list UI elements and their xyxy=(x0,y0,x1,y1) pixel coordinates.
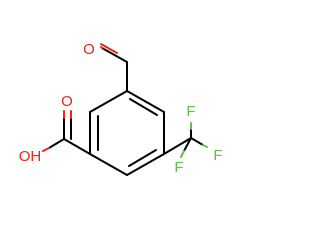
cf3-f-right-bond-green xyxy=(202,144,208,148)
fluorine-right-label: F xyxy=(213,147,222,164)
cf3-f-right-bond xyxy=(190,137,204,146)
aldehyde-c-o-bond xyxy=(101,47,128,63)
acid-hydroxyl-label: OH xyxy=(19,148,42,165)
cf3-carbon-bond xyxy=(163,137,192,155)
cf3-f-bottom-bond xyxy=(183,137,192,152)
ring-inner-double-bond-c2-c3 xyxy=(129,98,158,116)
ring-bond-c4-c5 xyxy=(126,153,165,176)
acid-c-oh-bond-red xyxy=(42,147,50,152)
molecule-structure: O O OH F F F xyxy=(19,41,223,176)
fluorine-bottom-label: F xyxy=(174,159,183,176)
cf3-f-bottom-bond-green xyxy=(180,150,185,158)
ring-bond-c2-c3 xyxy=(126,90,165,113)
aldehyde-oxygen-label: O xyxy=(83,41,95,58)
ring-inner-double-bond-c4-c5 xyxy=(128,149,157,167)
acid-carbonyl-oxygen-label: O xyxy=(61,93,73,110)
structure-canvas: O O OH F F F xyxy=(18,40,223,176)
aldehyde-c-o-bond-red-tip xyxy=(100,46,103,49)
acid-carbon-bond xyxy=(63,138,91,155)
ring-bond-c5-c6 xyxy=(89,153,128,176)
fluorine-top-label: F xyxy=(186,103,195,120)
aldehyde-c-o-double-bond xyxy=(100,43,118,54)
acid-c-oh-bond xyxy=(48,138,65,149)
ring-bond-c1-c2 xyxy=(89,90,128,113)
